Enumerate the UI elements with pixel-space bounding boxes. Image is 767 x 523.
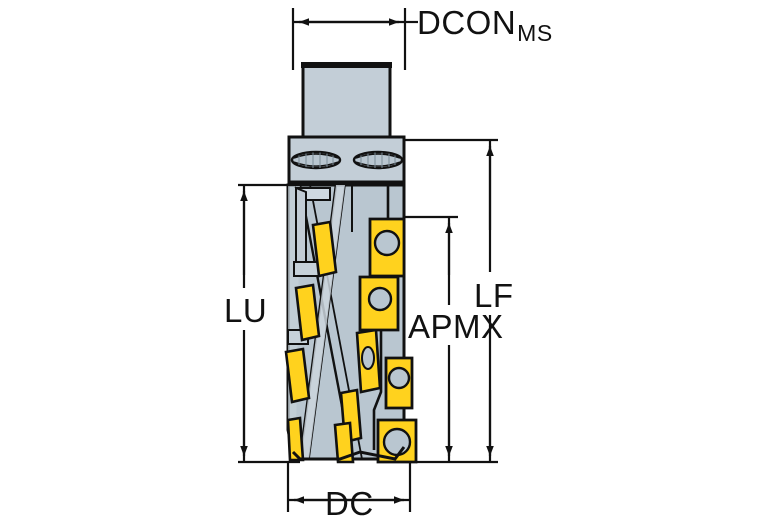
label-lu: LU <box>224 292 268 329</box>
dimension-apmx <box>404 215 458 462</box>
pocket-step-mid-left <box>293 261 321 277</box>
insert-left-2 <box>294 283 321 342</box>
collar <box>287 135 406 184</box>
insert-left-1 <box>311 220 338 278</box>
insert-right-2 <box>358 275 400 332</box>
insert-mid-1-hole <box>361 346 375 370</box>
insert-right-4-hole <box>382 427 412 457</box>
insert-mid-3 <box>333 421 355 464</box>
insert-column-mid <box>333 328 382 464</box>
insert-right-1-hole <box>373 229 401 257</box>
pocket-rail-left <box>295 186 307 269</box>
dimension-dc <box>286 462 412 512</box>
dimension-lu <box>238 183 300 464</box>
label-lf: LF <box>474 277 514 314</box>
bottom-face-edge <box>291 446 406 461</box>
dimension-lf <box>404 138 498 464</box>
insert-right-3 <box>384 356 414 410</box>
insert-right-3-hole <box>387 366 411 390</box>
label-dcon: DCONMS <box>417 4 552 45</box>
insert-right-1 <box>368 217 406 278</box>
collar-slot-right <box>352 150 404 170</box>
shank <box>301 62 392 139</box>
dimension-dcon <box>291 8 418 70</box>
shank-body <box>301 62 392 139</box>
insert-left-3 <box>284 347 311 404</box>
collar-body <box>287 135 406 184</box>
collar-slot-left <box>290 150 342 170</box>
shank-top-edge <box>301 62 392 68</box>
label-dcon-text: DCON <box>417 4 517 41</box>
label-dc: DC <box>325 485 374 522</box>
insert-column-right <box>358 217 418 464</box>
label-apmx: APMX <box>408 308 504 345</box>
cutter-body-group <box>284 62 418 464</box>
insert-column-left <box>284 220 338 462</box>
cutting-body <box>284 183 418 464</box>
insert-right-2-hole <box>367 286 393 312</box>
label-dcon-subscript: MS <box>517 20 553 46</box>
